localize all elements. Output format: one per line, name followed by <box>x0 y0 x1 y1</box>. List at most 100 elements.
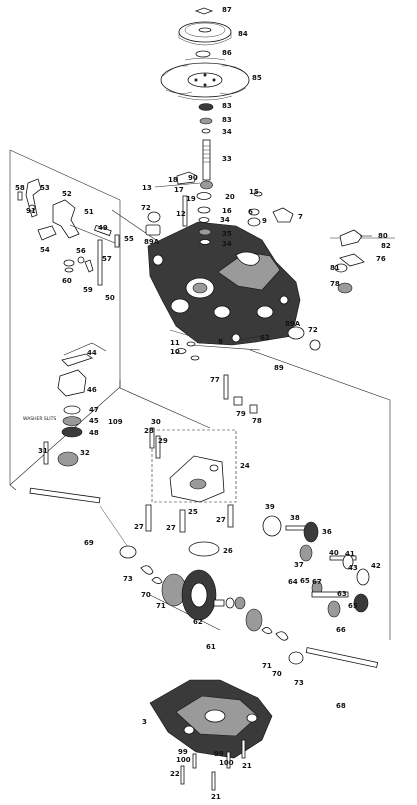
bushing-89A <box>145 224 161 236</box>
cooling-fan-85 <box>160 57 250 101</box>
callout-87: 87 <box>222 6 232 14</box>
callout-47: 47 <box>89 406 99 414</box>
block-79 <box>233 396 243 406</box>
pin-55 <box>114 234 120 248</box>
callout-48: 48 <box>89 429 99 437</box>
gear-42 <box>356 568 370 586</box>
brake-group <box>43 342 211 467</box>
callout-89a: 89A <box>285 320 301 328</box>
washer-15 <box>253 191 263 197</box>
pulley-fan-stack <box>160 7 250 190</box>
gear-36 <box>303 521 319 543</box>
callout-21: 21 <box>211 793 221 801</box>
callout-57: 57 <box>102 255 112 263</box>
plug-62 <box>231 333 241 343</box>
callout-18: 18 <box>168 176 178 184</box>
pin-31 <box>43 441 49 465</box>
callout-54: 54 <box>40 246 50 254</box>
callout-32: 32 <box>80 449 90 457</box>
center-dash-box <box>151 429 237 503</box>
callout-34: 34 <box>222 128 232 136</box>
callout-56: 56 <box>76 247 86 255</box>
callout-16: 16 <box>222 207 232 215</box>
callout-65: 65 <box>300 577 310 585</box>
callout-19: 19 <box>186 195 196 203</box>
gear-66 <box>327 600 341 618</box>
bolt-27b <box>179 509 186 533</box>
callout-89: 89 <box>274 364 284 372</box>
callout-12: 12 <box>176 210 186 218</box>
callout-27: 27 <box>134 523 144 531</box>
ring-34-top <box>201 128 211 134</box>
callout-91: 91 <box>26 207 36 215</box>
callout-43: 43 <box>348 564 358 572</box>
callout-9: 9 <box>262 217 267 225</box>
pin-77 <box>223 374 229 400</box>
bearing-83-lower <box>199 117 213 125</box>
bracket-52 <box>52 199 80 239</box>
callout-67: 67 <box>312 578 322 586</box>
disc-47 <box>63 405 81 415</box>
clip-71-right <box>261 627 273 634</box>
callout-62: 62 <box>260 334 270 342</box>
callout-82: 82 <box>381 242 391 250</box>
callout-36: 36 <box>322 528 332 536</box>
callout-45: 45 <box>89 417 99 425</box>
callout-73: 73 <box>294 679 304 687</box>
callout-73: 73 <box>123 575 133 583</box>
caliper-32 <box>57 451 79 467</box>
axle-69 <box>29 487 101 504</box>
callout-109: 109 <box>108 418 123 426</box>
callout-62: 62 <box>193 618 203 626</box>
callout-90: 90 <box>188 174 198 182</box>
callout-69: 69 <box>84 539 94 547</box>
plate-18 <box>176 171 198 185</box>
ring-11 <box>186 341 196 347</box>
callout-51: 51 <box>84 208 94 216</box>
callout-71: 71 <box>262 662 272 670</box>
callout-46: 46 <box>87 386 97 394</box>
callout-65: 65 <box>348 602 358 610</box>
callout-78: 78 <box>330 280 340 288</box>
block-54 <box>37 225 57 241</box>
callout-55: 55 <box>124 235 134 243</box>
callout-22: 22 <box>170 770 180 778</box>
callout-41: 41 <box>345 550 355 558</box>
block-46 <box>57 369 87 397</box>
callout-99: 99 <box>178 748 188 756</box>
callout-72: 72 <box>308 326 318 334</box>
axle-gear-train <box>29 487 379 668</box>
callout-58: 58 <box>15 184 25 192</box>
clip-70-right <box>275 631 289 641</box>
callout-11: 11 <box>170 339 180 347</box>
gear-9 <box>247 217 261 227</box>
callout-70: 70 <box>141 591 151 599</box>
callout-20: 20 <box>225 193 235 201</box>
disc-48 <box>61 426 83 438</box>
center-section-group <box>145 374 258 533</box>
callout-86: 86 <box>222 49 232 57</box>
pawl-44 <box>61 353 93 367</box>
lower-housing-assembly <box>149 679 273 791</box>
callout-49: 49 <box>98 224 108 232</box>
callout-63: 63 <box>337 590 347 598</box>
shaft-63 <box>311 591 349 598</box>
bevel-gear-right <box>245 608 263 632</box>
clip-71-left <box>151 577 163 584</box>
callout-25: 25 <box>188 508 198 516</box>
callout-33: 33 <box>222 155 232 163</box>
shaft-50 <box>97 239 103 286</box>
callout-100: 100 <box>176 756 191 764</box>
callout-99: 99 <box>214 750 224 758</box>
bolt-22 <box>180 765 185 785</box>
callout-100: 100 <box>219 759 234 767</box>
callout-76: 76 <box>376 255 386 263</box>
callout-34: 34 <box>222 240 232 248</box>
callout-27: 27 <box>216 516 226 524</box>
washer-43 <box>342 554 354 570</box>
callout-35: 35 <box>222 230 232 238</box>
bolt-100b <box>226 751 231 769</box>
callout-21: 21 <box>242 762 252 770</box>
